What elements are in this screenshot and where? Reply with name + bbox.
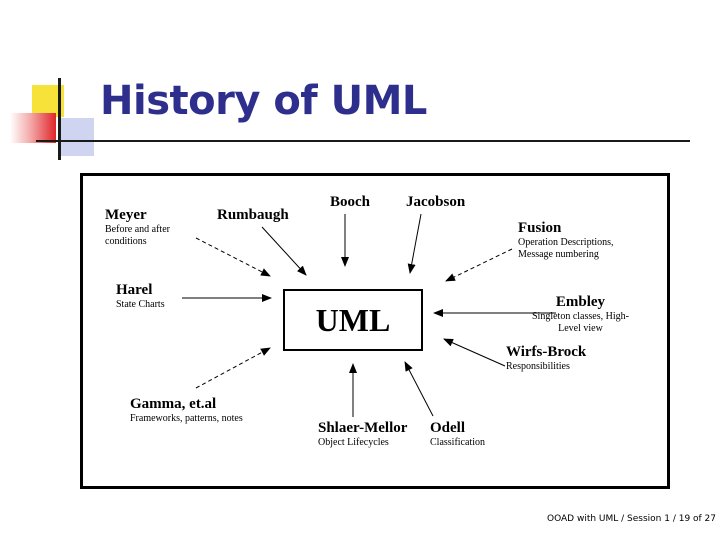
decor-red-gradient <box>10 113 56 143</box>
arrow-odell <box>404 361 434 417</box>
node-desc: Message numbering <box>518 249 599 260</box>
node-desc: Before and after <box>105 224 170 235</box>
node-meyer: Meyer Before and after conditions <box>105 207 170 248</box>
node-name: Odell <box>430 420 466 436</box>
node-harel: Harel State Charts <box>116 282 165 311</box>
node-wirfs-brock: Wirfs-Brock Responsibilities <box>506 344 586 373</box>
node-name: Fusion <box>518 220 562 236</box>
node-desc: State Charts <box>116 299 165 310</box>
node-desc: Operation Descriptions, <box>518 237 614 248</box>
node-desc: Responsibilities <box>506 361 570 372</box>
arrow-jacobson <box>407 213 422 274</box>
node-gamma: Gamma, et.al Frameworks, patterns, notes <box>130 396 243 425</box>
node-shlaer-mellor: Shlaer-Mellor Object Lifecycles <box>318 420 407 449</box>
node-name: Booch <box>330 194 371 210</box>
node-name: Gamma, et.al <box>130 396 217 412</box>
node-desc: Level view <box>558 323 603 334</box>
title-underline-rule <box>36 140 690 142</box>
node-odell: Odell Classification <box>430 420 485 449</box>
node-rumbaugh: Rumbaugh <box>217 207 289 224</box>
node-desc: Classification <box>430 437 485 448</box>
node-desc: Frameworks, patterns, notes <box>130 413 243 424</box>
slide-footer: OOAD with UML / Session 1 / 19 of 27 <box>547 514 717 524</box>
slide-title: History of UML <box>100 78 427 124</box>
node-jacobson: Jacobson <box>406 194 465 211</box>
decor-vertical-rule <box>58 78 61 160</box>
node-booch: Booch <box>330 194 370 211</box>
decor-blue-square <box>60 118 94 156</box>
node-desc: conditions <box>105 236 147 247</box>
node-name: Meyer <box>105 207 147 223</box>
node-name: Rumbaugh <box>217 207 289 223</box>
arrow-gamma <box>195 347 271 389</box>
node-name: Embley <box>555 294 606 310</box>
arrow-fusion <box>445 248 513 282</box>
node-desc: Object Lifecycles <box>318 437 389 448</box>
uml-center-box: UML <box>283 289 423 351</box>
node-name: Jacobson <box>406 194 466 210</box>
node-fusion: Fusion Operation Descriptions, Message n… <box>518 220 614 261</box>
node-name: Shlaer-Mellor <box>318 420 408 436</box>
diagram-frame <box>80 173 670 489</box>
node-embley: Embley Singleton classes, High- Level vi… <box>532 294 629 335</box>
uml-center-label: UML <box>315 301 391 338</box>
arrow-wirfs-brock <box>443 338 506 367</box>
node-name: Wirfs-Brock <box>506 344 587 360</box>
arrow-meyer <box>195 237 271 277</box>
arrow-rumbaugh <box>261 226 307 276</box>
node-desc: Singleton classes, High- <box>532 311 629 322</box>
node-name: Harel <box>116 282 153 298</box>
